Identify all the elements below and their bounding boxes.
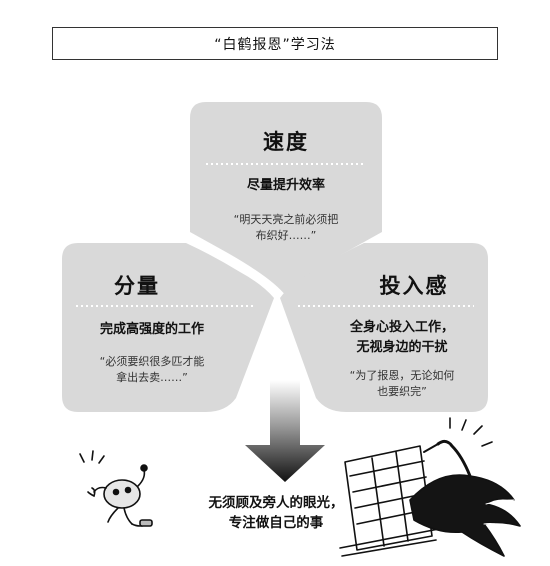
card-speed-quote-line-1: “明天天亮之前必须把 [233,213,339,226]
diagram-title: “白鹤报恩”学习法 [52,27,498,60]
card-commitment-shape [280,243,488,412]
small-doll-icon [79,450,153,527]
card-quantity-shape [62,243,274,412]
card-quantity-heading: 分量 [114,274,160,298]
card-commitment-quote-line-2: 也要织完” [377,385,427,398]
card-commitment-quote-line-1: “为了报恩，无论如何 [349,369,455,382]
card-speed-heading: 速度 [263,130,309,154]
down-arrow-icon [245,380,325,482]
card-commitment-subheading-line-1: 全身心投入工作， [349,320,454,335]
result-line-1: 无须顾及旁人的眼光， [208,495,344,511]
card-commitment-subheading-line-2: 无视身边的干扰 [356,340,448,355]
card-speed-shape [190,102,382,296]
card-commitment-heading: 投入感 [379,274,449,298]
result-line-2: 专注做自己的事 [228,515,324,531]
card-speed-quote-line-2: 布织好……” [255,229,317,242]
crane-weaving-icon [339,417,521,557]
card-quantity-quote-line-2: 拿出去卖……” [116,371,188,384]
card-quantity-subheading: 完成高强度的工作 [99,322,204,337]
card-quantity-quote-line-1: “必须要织很多匹才能 [99,355,205,368]
card-speed-subheading: 尽量提升效率 [246,178,325,193]
